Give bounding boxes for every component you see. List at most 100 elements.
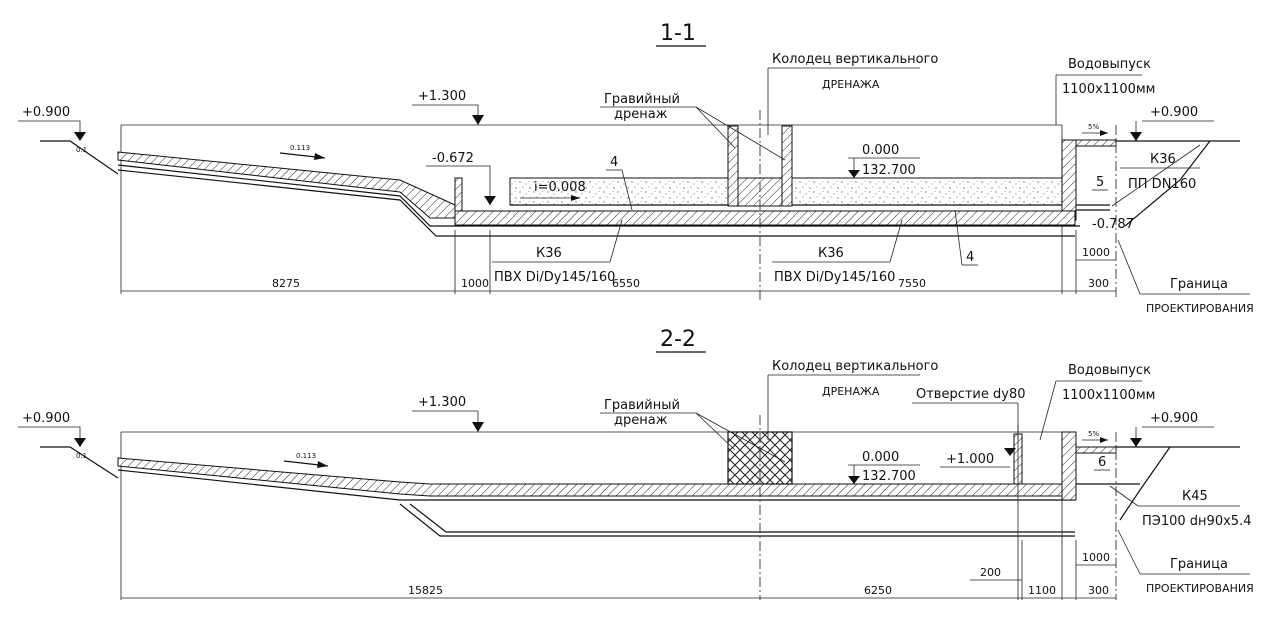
level-top-arrow bbox=[472, 115, 484, 125]
dim-7550: 7550 bbox=[898, 277, 926, 290]
well-wall-right bbox=[781, 125, 793, 207]
level-left: +0.900 bbox=[22, 411, 70, 426]
level-bottom-right: -0.787 bbox=[1092, 217, 1134, 232]
callout-4a-leader bbox=[621, 169, 633, 211]
gravel-label-2: дренаж bbox=[614, 413, 668, 428]
dim-1000: 1000 bbox=[461, 277, 489, 290]
level-left-arrow bbox=[74, 132, 86, 141]
level-hole-arrow bbox=[1004, 448, 1016, 456]
level-right: +0.900 bbox=[1150, 411, 1198, 426]
level-bl-arrow bbox=[484, 196, 496, 205]
pipe-right-1: К45 bbox=[1182, 489, 1208, 504]
gravel-leader-1 bbox=[695, 106, 736, 149]
level-left-leader bbox=[18, 426, 81, 447]
callout-5: 5 bbox=[1096, 175, 1104, 190]
outlet-label-1: Водовыпуск bbox=[1068, 57, 1151, 72]
outlet-label-1: Водовыпуск bbox=[1068, 363, 1151, 378]
pipe-right-2: ПЭ100 dн90х5.4 bbox=[1142, 514, 1251, 529]
boundary-label-1: Граница bbox=[1170, 557, 1228, 572]
level-left-arrow bbox=[74, 438, 86, 447]
slope-label: 0.113 bbox=[296, 452, 316, 460]
dim-8275: 8275 bbox=[272, 277, 300, 290]
level-zero: 0.000 bbox=[862, 143, 899, 158]
small-slope-left: 0.1 bbox=[76, 452, 87, 460]
dim-1000-right: 1000 bbox=[1082, 246, 1110, 259]
boundary-label-1: Граница bbox=[1170, 277, 1228, 292]
outlet-slope: 5% bbox=[1088, 430, 1099, 438]
level-zero: 0.000 bbox=[862, 450, 899, 465]
ramp-underlayer-2 bbox=[409, 503, 1075, 533]
gravel-leader-2 bbox=[695, 412, 786, 463]
level-left-leader bbox=[18, 120, 81, 140]
ramp-concrete bbox=[117, 457, 1076, 497]
left-pipe-desc: ПВХ Di/Dy145/160 bbox=[494, 270, 615, 285]
gravel-leader-2 bbox=[695, 106, 786, 161]
pipe-right-leader bbox=[1109, 485, 1139, 507]
dim-1000-right: 1000 bbox=[1082, 551, 1110, 564]
dim-15825: 15825 bbox=[408, 584, 443, 597]
outlet-cap bbox=[1075, 446, 1117, 454]
level-abs: 132.700 bbox=[862, 469, 916, 484]
left-ground bbox=[40, 140, 119, 175]
right-pipe-code: К36 bbox=[818, 246, 844, 261]
pipe-right-1: К36 bbox=[1150, 152, 1176, 167]
level-zero-arrow bbox=[848, 476, 860, 484]
section-2-2: 2-2 +1.300 +0.900 0.1 0.113 Колодец верт… bbox=[18, 327, 1254, 600]
right-pipe-desc: ПВХ Di/Dy145/160 bbox=[774, 270, 895, 285]
level-right: +0.900 bbox=[1150, 105, 1198, 120]
callout-6: 6 bbox=[1098, 455, 1106, 470]
level-right-arrow bbox=[1130, 132, 1142, 141]
basin-right-wall bbox=[1061, 431, 1077, 501]
outlet-cap bbox=[1075, 139, 1117, 147]
slope-label: 0.113 bbox=[290, 144, 310, 152]
slope-arrowhead bbox=[317, 461, 328, 468]
ramp-base-line bbox=[117, 469, 1075, 501]
pipe-right-leader bbox=[1111, 144, 1201, 207]
gravel-layer-right bbox=[791, 177, 1063, 206]
section-1-1: 1-1 +1.300 +0.900 0.1 0.113 -0.672 bbox=[18, 21, 1254, 315]
outlet-label-2: 1100х1100мм bbox=[1062, 82, 1155, 97]
gravel-leader-1 bbox=[695, 412, 736, 451]
left-pipe-code: К36 bbox=[536, 246, 562, 261]
dim-1100: 1100 bbox=[1028, 584, 1056, 597]
callout-4b: 4 bbox=[966, 250, 974, 265]
level-bottom-left: -0.672 bbox=[432, 151, 474, 166]
level-top: +1.300 bbox=[418, 89, 466, 104]
gradient-label: i=0.008 bbox=[534, 180, 586, 195]
level-top-arrow bbox=[472, 422, 484, 432]
well-wall-left bbox=[727, 125, 739, 207]
level-zero-arrow bbox=[848, 170, 860, 178]
dim-300: 300 bbox=[1088, 277, 1109, 290]
gravel-label-2: дренаж bbox=[614, 107, 668, 122]
outlet-slope-arrowhead bbox=[1100, 130, 1108, 136]
basin-right-wall bbox=[1061, 139, 1077, 221]
outlet-slope-arrowhead bbox=[1100, 437, 1108, 443]
dim-200: 200 bbox=[980, 566, 1001, 579]
level-top: +1.300 bbox=[418, 395, 466, 410]
dim-6250: 6250 bbox=[864, 584, 892, 597]
pipe-right-2: ПП DN160 bbox=[1128, 177, 1196, 192]
small-slope-left: 0.1 bbox=[76, 146, 87, 154]
boundary-label-2: ПРОЕКТИРОВАНИЯ bbox=[1146, 582, 1254, 595]
dim-300: 300 bbox=[1088, 584, 1109, 597]
hole-label: Отверстие dy80 bbox=[916, 387, 1026, 402]
gravel-label-1: Гравийный bbox=[604, 398, 680, 413]
ramp-base-line bbox=[117, 164, 1080, 227]
gradient-arrowhead bbox=[571, 195, 580, 201]
gravel-layer-left bbox=[509, 177, 729, 206]
well-label-2: ДРЕНАЖА bbox=[822, 78, 880, 91]
boundary-leader bbox=[1117, 239, 1141, 295]
level-abs: 132.700 bbox=[862, 163, 916, 178]
callout-4a: 4 bbox=[610, 155, 618, 170]
right-slope bbox=[1124, 140, 1211, 227]
outlet-slope: 5% bbox=[1088, 123, 1099, 131]
well-label-1: Колодец вертикального bbox=[772, 52, 938, 67]
outlet-label-2: 1100х1100мм bbox=[1062, 388, 1155, 403]
left-ground bbox=[40, 446, 119, 479]
ramp-concrete bbox=[117, 151, 456, 219]
left-pipe-leader bbox=[609, 219, 623, 263]
section-title: 1-1 bbox=[660, 21, 696, 46]
level-right-arrow bbox=[1130, 438, 1142, 447]
level-top-leader bbox=[412, 104, 479, 125]
